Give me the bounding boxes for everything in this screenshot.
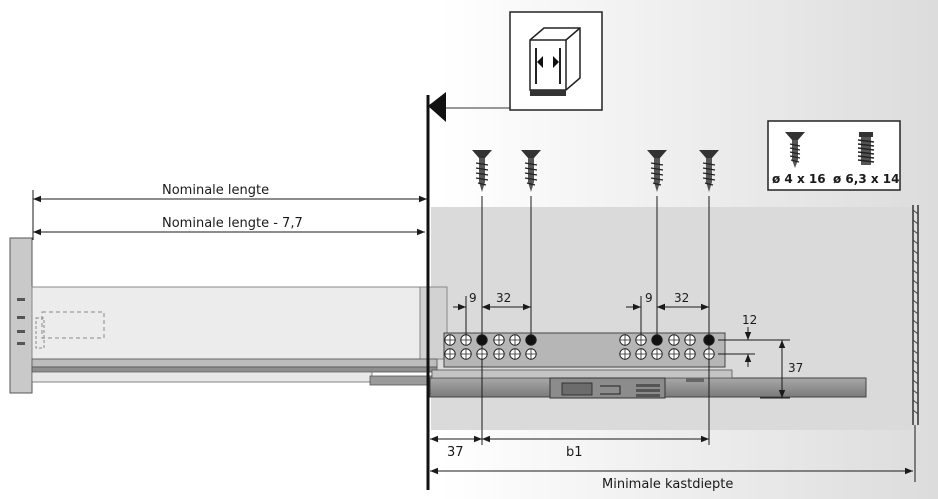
hole-crosshair <box>636 335 646 345</box>
drawer-front <box>9 237 33 394</box>
mounting-hole <box>476 334 488 346</box>
drawer-body <box>31 286 448 360</box>
min-cabinet-depth-label: Minimale kastdiepte <box>602 477 733 492</box>
screw-leader-lines <box>465 196 710 445</box>
cabinet-icon <box>509 11 603 111</box>
drawer-bottom-rail <box>31 358 438 368</box>
vertical-12-label: 12 <box>742 313 757 327</box>
screw-small-icon <box>785 132 805 168</box>
screw-small-label: ø 4 x 16 <box>772 172 826 186</box>
spacing-32-right-label: 32 <box>674 291 689 305</box>
spacing-32-left-label: 32 <box>496 291 511 305</box>
drawer-rear-block <box>419 286 448 360</box>
b1-label: b1 <box>566 445 583 460</box>
hole-crosshair <box>526 349 536 359</box>
hole-crosshair <box>685 335 695 345</box>
hole-crosshair <box>445 349 455 359</box>
hole-crosshair <box>477 349 487 359</box>
direction-triangle-icon <box>428 92 446 122</box>
hole-crosshair <box>445 335 455 345</box>
offset-37-label: 37 <box>447 445 464 460</box>
screw-icon-4 <box>699 150 719 192</box>
rear-wall <box>912 205 919 425</box>
screw-large-label: ø 6,3 x 14 <box>833 172 899 186</box>
hole-crosshair <box>704 349 714 359</box>
hole-crosshair <box>620 349 630 359</box>
hole-crosshair <box>461 335 471 345</box>
front-clips <box>17 298 25 345</box>
hole-crosshair <box>510 335 520 345</box>
hole-crosshair <box>636 349 646 359</box>
mounting-hole <box>525 334 537 346</box>
screw-icon-2 <box>521 150 541 192</box>
hole-pattern <box>444 334 715 360</box>
spacing-9-left-label: 9 <box>469 291 477 305</box>
vertical-37-label: 37 <box>788 361 803 375</box>
hole-crosshair <box>685 349 695 359</box>
locking-device-outline <box>41 311 105 339</box>
hole-crosshair <box>669 349 679 359</box>
spacing-9-right-label: 9 <box>645 291 653 305</box>
screw-large-icon <box>857 132 875 165</box>
hole-crosshair <box>669 335 679 345</box>
hole-crosshair <box>510 349 520 359</box>
hole-crosshair <box>461 349 471 359</box>
nominal-length-label: Nominale lengte <box>162 183 269 198</box>
screw-icon-1 <box>472 150 492 192</box>
screw-icon-3 <box>647 150 667 192</box>
hole-crosshair <box>620 335 630 345</box>
nominal-length-minus-label: Nominale lengte - 7,7 <box>162 216 303 231</box>
hole-crosshair <box>494 349 504 359</box>
mounting-hole <box>651 334 663 346</box>
hole-crosshair <box>652 349 662 359</box>
hole-crosshair <box>494 335 504 345</box>
mounting-hole <box>703 334 715 346</box>
